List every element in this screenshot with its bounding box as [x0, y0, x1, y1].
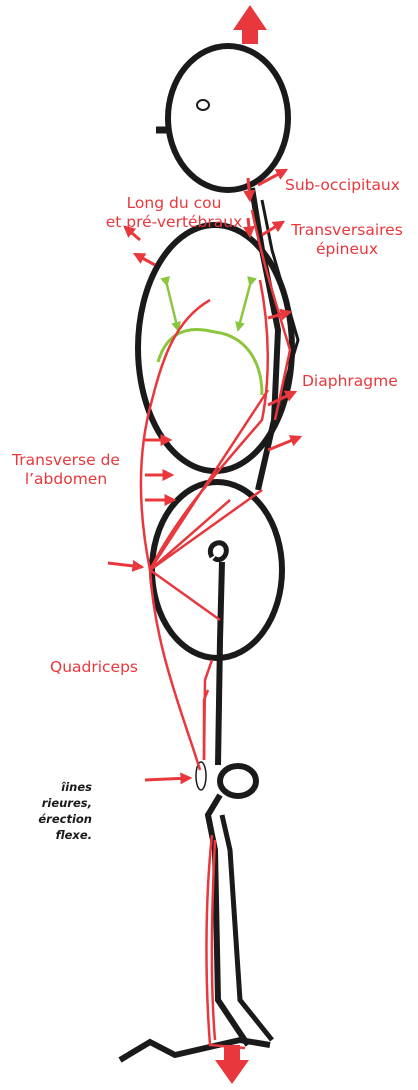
caption-line: îines: [61, 780, 92, 794]
label-long-du-cou-line1: Long du cou: [126, 194, 222, 212]
label-transverse-line2: l’abdomen: [24, 470, 108, 488]
label-transverse-abdomen: Transverse de l’abdomen: [2, 451, 130, 489]
label-transversaires-line1: Transversaires: [291, 221, 403, 239]
caption-line: flexe.: [55, 828, 92, 842]
label-long-du-cou-line2: et pré-vertébraux: [105, 213, 243, 231]
leg: [118, 561, 274, 1063]
caption-line: érection: [38, 812, 92, 826]
label-quadriceps: Quadriceps: [50, 658, 139, 676]
caption-line: rieures,: [41, 796, 92, 810]
caption-text: îines rieures, érection flexe.: [0, 779, 92, 843]
pelvis: [149, 479, 285, 661]
head: [156, 43, 291, 193]
arrow-down-icon: [215, 1045, 249, 1084]
label-long-du-cou: Long du cou et pré-vertébraux: [104, 194, 244, 232]
muscle-lines: [139, 209, 292, 1050]
label-transversaires: Transversaires épineux: [282, 221, 412, 259]
label-transverse-line1: Transverse de: [12, 451, 120, 469]
label-transversaires-line2: épineux: [315, 240, 379, 258]
label-sub-occipitaux: Sub-occipitaux: [285, 176, 400, 194]
arrow-up-icon: [233, 5, 267, 44]
spine: [207, 187, 300, 563]
muscle-arrow-icon: [107, 168, 303, 785]
label-diaphragme: Diaphragme: [302, 372, 398, 390]
